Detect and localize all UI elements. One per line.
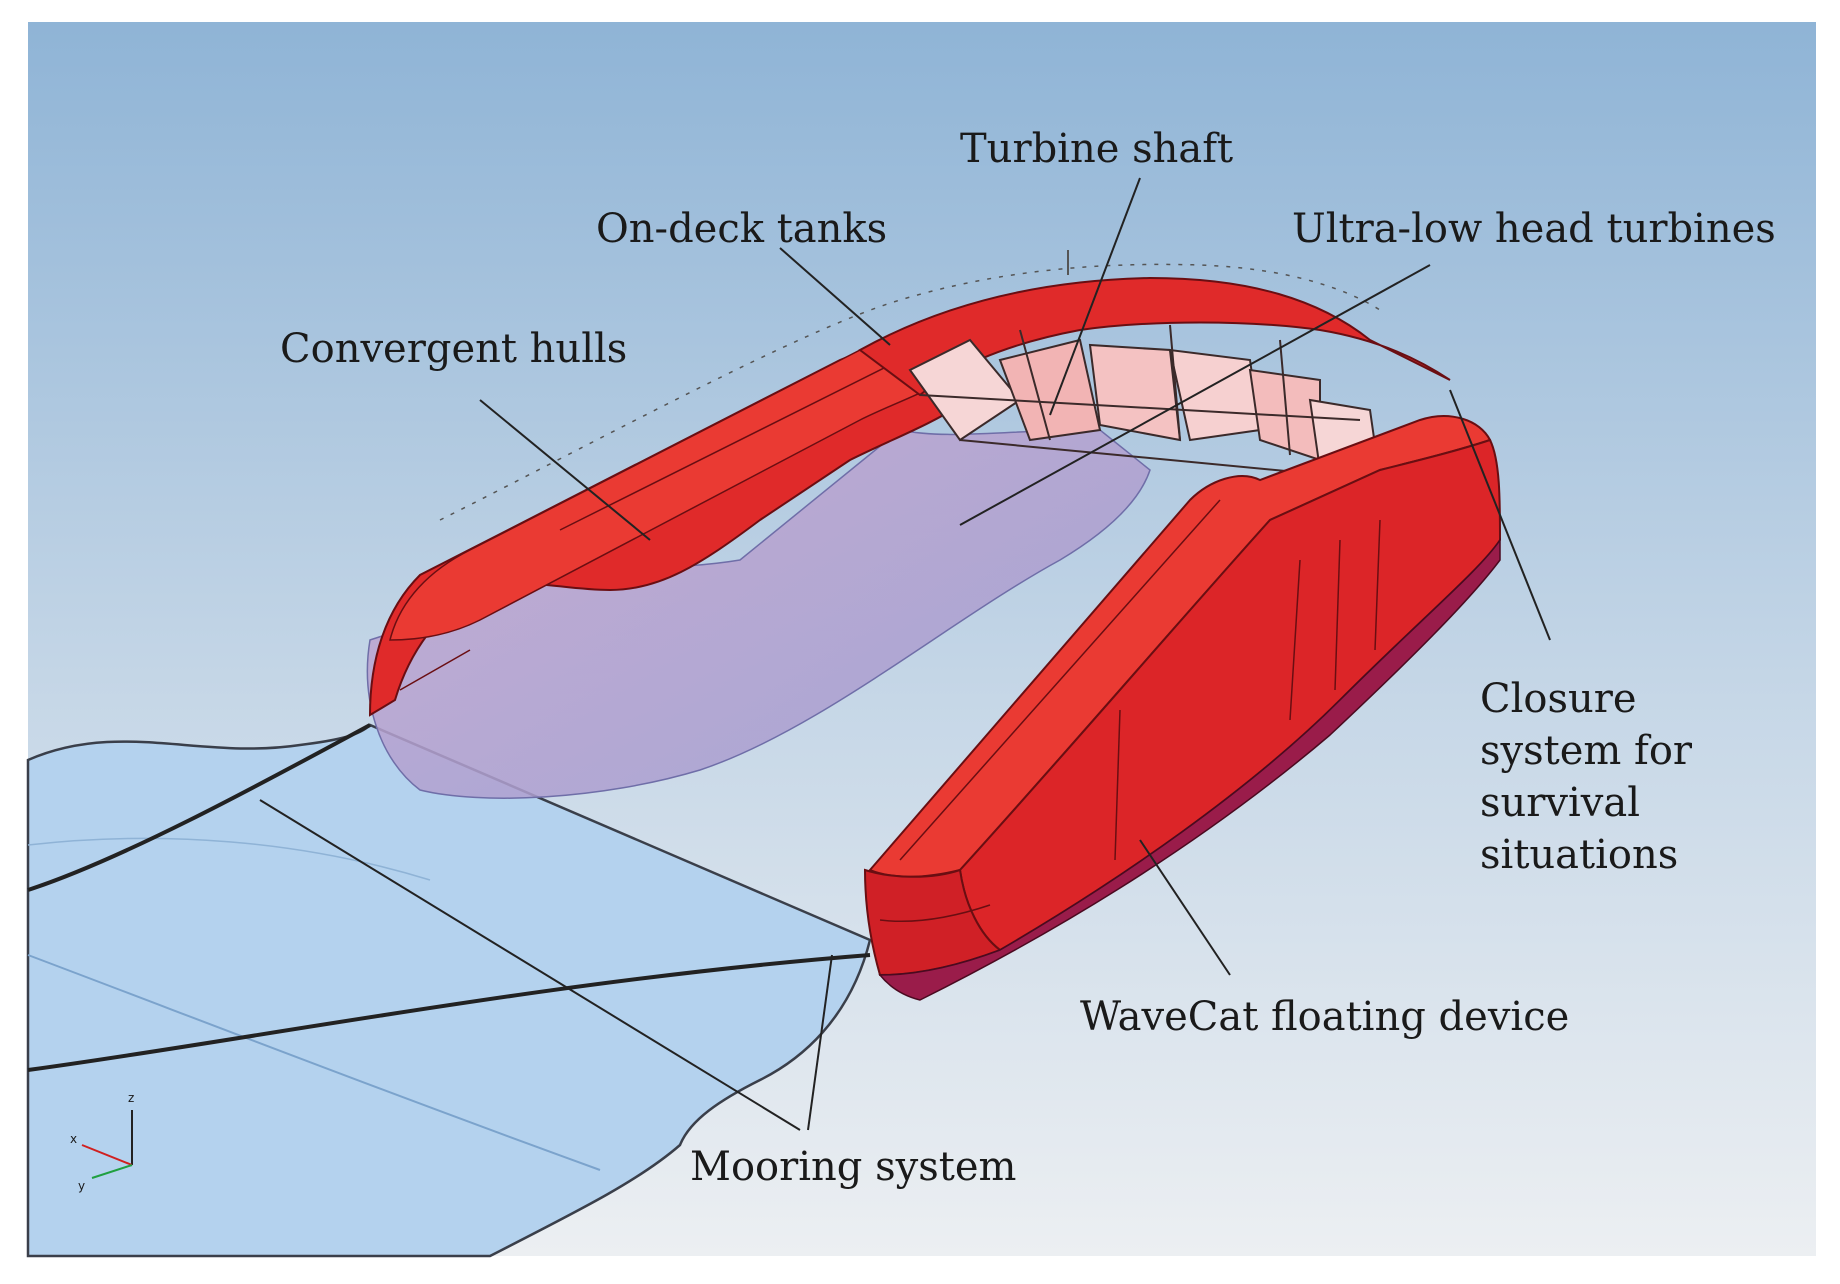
left-hull-seam xyxy=(559,359,901,531)
axis-x-label: x xyxy=(70,1132,77,1146)
leader-closure-system xyxy=(1449,389,1551,641)
leader-convergent-hulls xyxy=(479,399,651,541)
bow-deck xyxy=(858,276,1451,397)
leader-lines xyxy=(259,177,1551,1131)
label-wavecat-floating-device: WaveCat floating device xyxy=(1080,994,1569,1040)
label-on-deck-tanks: On-deck tanks xyxy=(596,206,887,252)
axis-z-label: z xyxy=(128,1091,134,1105)
water-trough xyxy=(27,837,431,881)
label-closure-line-4: situations xyxy=(1480,832,1678,878)
label-turbine-shaft: Turbine shaft xyxy=(960,126,1233,172)
leader-mooring-b xyxy=(807,954,833,1131)
label-convergent-hulls: Convergent hulls xyxy=(280,326,627,372)
leader-mooring-a xyxy=(259,799,801,1131)
right-hull-bottom xyxy=(878,537,1501,1001)
water-surface xyxy=(26,723,872,1258)
label-closure-line-2: system for xyxy=(1480,728,1693,774)
water-crest xyxy=(27,954,601,1171)
label-closure-line-1: Closure xyxy=(1480,676,1637,722)
leader-turbine-shaft xyxy=(1049,177,1141,416)
label-mooring-system: Mooring system xyxy=(690,1144,1016,1190)
leader-ultra-low-head xyxy=(959,264,1431,526)
deck-railing xyxy=(439,263,1381,521)
mooring-lines xyxy=(27,723,871,1072)
axis-triad: z x y xyxy=(70,1091,134,1193)
leader-wavecat xyxy=(1139,839,1231,976)
leader-on-deck-tanks xyxy=(779,247,891,346)
label-ultra-low-head-turbines: Ultra-low head turbines xyxy=(1292,206,1776,252)
left-hull-bottom-seam xyxy=(399,649,471,691)
axis-y-label: y xyxy=(78,1179,85,1193)
right-hull-seams xyxy=(879,499,1381,923)
label-closure-line-3: survival xyxy=(1480,780,1640,826)
